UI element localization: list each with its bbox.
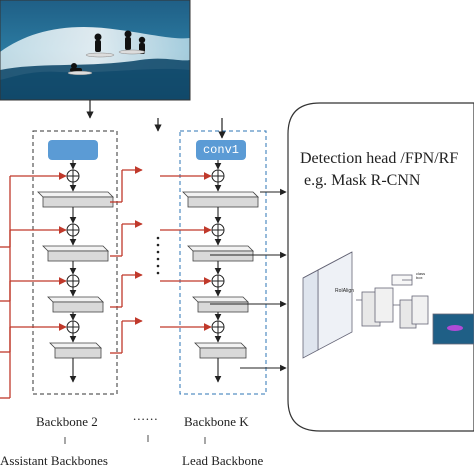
- surfing-photo: [0, 0, 191, 101]
- ellipsis-dot-6: [156, 271, 160, 275]
- lead-block-1: [187, 196, 259, 208]
- assistant-block-2: [47, 250, 109, 262]
- assistant-block-4: [54, 347, 102, 359]
- assistant-block-2-top: [42, 245, 109, 252]
- lead-block-4-top: [194, 342, 247, 349]
- ellipsis-between-backbones: ......: [133, 408, 159, 423]
- assistant-backbone-box: [32, 130, 118, 395]
- head-title-line2: e.g. Mask R-CNN: [304, 172, 421, 189]
- assistant-conv-block: [48, 140, 98, 160]
- lead-block-1-top: [182, 191, 259, 198]
- ellipsis-dot-1: [156, 236, 160, 240]
- lead-conv-block: [196, 140, 246, 160]
- assistant-block-3: [52, 301, 104, 313]
- head-illustration: [302, 251, 474, 359]
- assistant-group-label: Assistant Backbones: [0, 453, 108, 468]
- lead-block-2: [192, 250, 254, 262]
- lead-block-4: [199, 347, 247, 359]
- head-panel: [287, 102, 474, 432]
- lead-backbone-box: [179, 130, 267, 395]
- lead-group-label: Lead Backbone: [182, 453, 264, 468]
- lead-block-2-top: [187, 245, 254, 252]
- assistant-block-1: [42, 196, 114, 208]
- lead-conv-label: conv1: [202, 143, 239, 157]
- ellipsis-dot-2: [156, 243, 160, 247]
- lead-block-3-top: [192, 296, 249, 303]
- ellipsis-dot-4: [156, 257, 160, 261]
- head-title-line1: Detection head /FPN/RF: [300, 150, 459, 167]
- lead-backbone-name: Backbone K: [184, 414, 249, 429]
- class-box-label: class box: [416, 271, 426, 280]
- assistant-block-1-top: [37, 191, 114, 198]
- lead-block-3: [197, 301, 249, 313]
- ellipsis-dot-5: [156, 264, 160, 268]
- assistant-backbone-name: Backbone 2: [36, 414, 98, 429]
- assistant-block-3-top: [47, 296, 104, 303]
- ellipsis-dot-3: [156, 250, 160, 254]
- assistant-block-4-top: [49, 342, 102, 349]
- roi-label: RoIAlign: [335, 288, 354, 294]
